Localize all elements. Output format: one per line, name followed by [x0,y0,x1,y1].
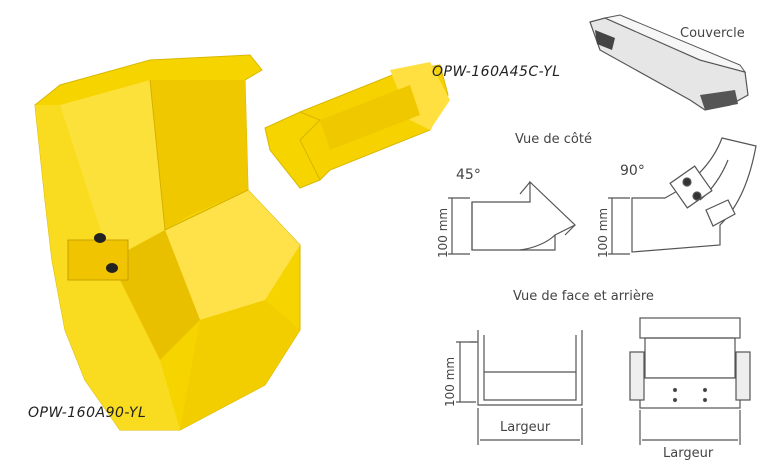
height-label-front: 100 mm [443,356,457,407]
width-label-back: Largeur [663,446,714,461]
angle-90-label: 90° [620,163,645,179]
side-view-90-drawing [608,137,757,255]
connector-product-image [264,62,450,189]
model-label-elbow: OPW-160A90-YL [28,405,147,421]
side-view-title: Vue de côté [515,132,592,147]
front-view-drawing [456,330,583,445]
height-label-90: 100 mm [596,207,610,258]
cover-label: Couvercle [680,26,745,41]
width-label-front: Largeur [500,420,551,435]
front-back-view-title: Vue de face et arrière [513,289,654,304]
model-label-connector: OPW-160A45C-YL [432,64,561,80]
back-view-drawing [629,317,751,445]
cover-product-image [589,14,749,111]
elbow-product-image [34,54,301,431]
angle-45-label: 45° [456,167,481,183]
height-label-45: 100 mm [436,207,450,258]
side-view-45-drawing [448,180,577,255]
